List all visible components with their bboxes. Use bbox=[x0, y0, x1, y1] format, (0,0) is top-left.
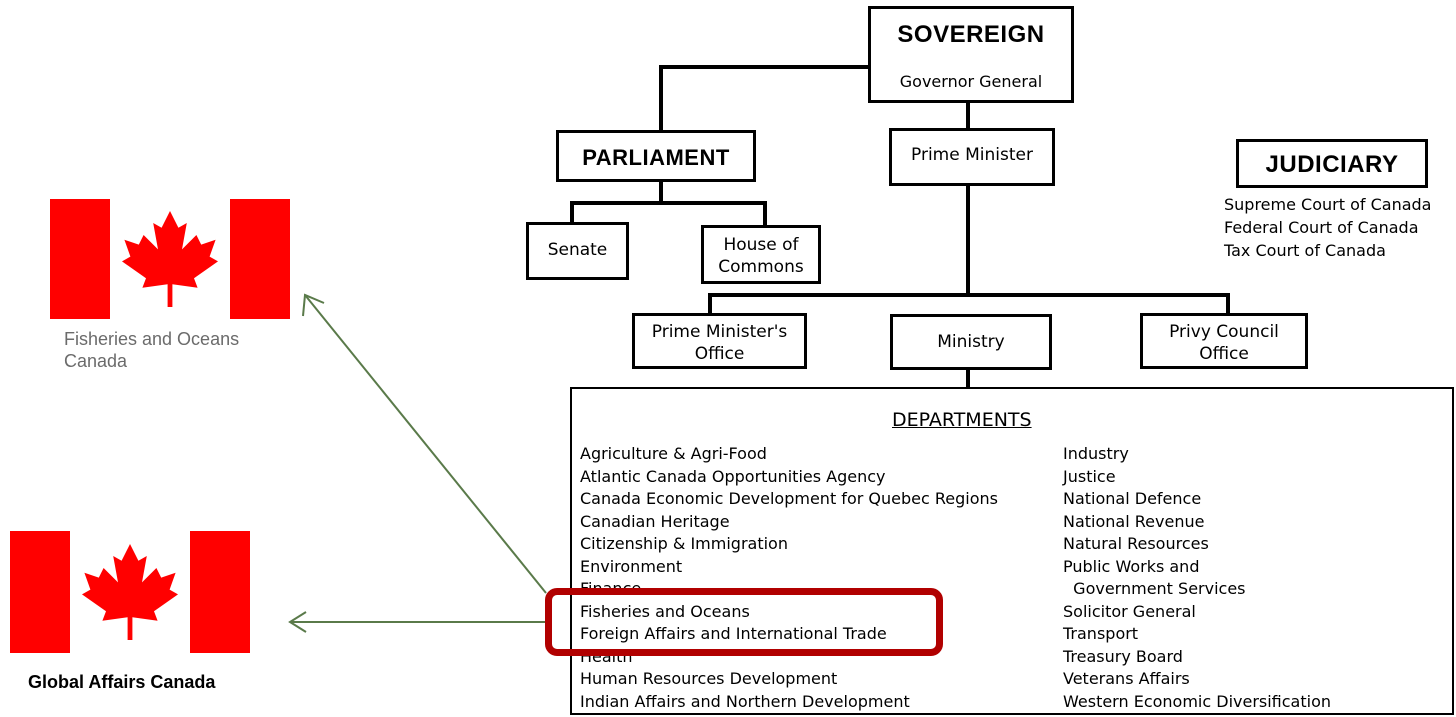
fisheries-logo-text: Fisheries and Oceans Canada bbox=[64, 328, 239, 372]
department-item: Government Services bbox=[1063, 579, 1246, 598]
department-item: Veterans Affairs bbox=[1063, 669, 1190, 688]
connector bbox=[708, 293, 712, 315]
department-item: Natural Resources bbox=[1063, 534, 1209, 553]
judiciary-item: Tax Court of Canada bbox=[1224, 241, 1386, 260]
department-item: Solicitor General bbox=[1063, 601, 1196, 621]
department-item: Indian Affairs and Northern Development bbox=[580, 691, 910, 711]
department-item: Industry bbox=[1063, 444, 1129, 463]
parliament-title: PARLIAMENT bbox=[582, 145, 730, 170]
canada-flag-icon bbox=[10, 531, 250, 653]
department-item: Transport bbox=[1063, 624, 1139, 643]
ministry-label: Ministry bbox=[937, 332, 1005, 352]
department-item: Environment bbox=[580, 556, 683, 576]
department-item: Western Economic Diversification bbox=[1063, 691, 1332, 711]
department-item: National Revenue bbox=[1063, 511, 1205, 531]
house-label-line1: House of bbox=[723, 235, 799, 255]
connector bbox=[966, 100, 970, 132]
connector bbox=[966, 366, 970, 388]
maple-leaf-icon bbox=[122, 211, 218, 307]
senate-box: Senate bbox=[526, 222, 629, 280]
department-item: Foreign Affairs and International Trade bbox=[580, 624, 887, 643]
sovereign-box: SOVEREIGN Governor General bbox=[868, 6, 1074, 103]
department-item: Treasury Board bbox=[1063, 646, 1183, 666]
judiciary-title: JUDICIARY bbox=[1265, 151, 1399, 178]
pco-label-line1: Privy Council bbox=[1169, 322, 1279, 342]
department-item: Canadian Heritage bbox=[580, 511, 730, 531]
house-of-commons-box: House of Commons bbox=[701, 225, 821, 284]
pmo-label-line1: Prime Minister's bbox=[651, 322, 788, 342]
sovereign-title: SOVEREIGN bbox=[897, 21, 1045, 48]
prime-minister-label: Prime Minister bbox=[911, 145, 1033, 165]
department-item: National Defence bbox=[1063, 489, 1202, 508]
fisheries-logo-line1: Fisheries and Oceans bbox=[64, 329, 240, 349]
global-affairs-label: Global Affairs Canada bbox=[28, 672, 216, 692]
pmo-box: Prime Minister's Office bbox=[632, 313, 807, 369]
department-item: Citizenship & Immigration bbox=[580, 534, 788, 553]
judiciary-box: JUDICIARY bbox=[1236, 139, 1428, 188]
connector bbox=[659, 65, 663, 133]
prime-minister-box: Prime Minister bbox=[889, 128, 1055, 186]
department-item: Fisheries and Oceans bbox=[580, 601, 750, 621]
arrow-icon bbox=[304, 294, 547, 594]
connector bbox=[966, 185, 970, 297]
judiciary-item: Federal Court of Canada bbox=[1224, 218, 1419, 237]
departments-title: DEPARTMENTS bbox=[892, 409, 1032, 431]
judiciary-list: Supreme Court of Canada Federal Court of… bbox=[1224, 193, 1431, 262]
connector bbox=[708, 293, 1230, 297]
parliament-box: PARLIAMENT bbox=[556, 130, 756, 182]
department-item: Human Resources Development bbox=[580, 669, 838, 688]
pco-box: Privy Council Office bbox=[1140, 313, 1308, 369]
connector bbox=[570, 201, 767, 205]
connector bbox=[659, 65, 871, 69]
house-label-line2: Commons bbox=[718, 257, 804, 277]
connector bbox=[570, 201, 574, 226]
arrow-icon bbox=[302, 293, 325, 317]
departments-box: DEPARTMENTS bbox=[570, 387, 1454, 715]
department-item: Justice bbox=[1063, 466, 1116, 486]
arrow-icon bbox=[288, 611, 307, 633]
department-item: Atlantic Canada Opportunities Agency bbox=[580, 466, 886, 486]
governor-general-label: Governor General bbox=[899, 72, 1043, 91]
connector bbox=[1226, 293, 1230, 315]
department-item: Agriculture & Agri-Food bbox=[580, 444, 767, 463]
highlight-box bbox=[545, 588, 943, 656]
pco-label-line2: Office bbox=[1199, 344, 1249, 364]
connector bbox=[659, 180, 663, 204]
canada-flag-icon bbox=[50, 199, 290, 319]
senate-label: Senate bbox=[547, 240, 608, 260]
pmo-label-line2: Office bbox=[694, 344, 745, 364]
fisheries-logo-line2: Canada bbox=[64, 351, 128, 371]
connector bbox=[763, 201, 767, 228]
maple-leaf-icon bbox=[82, 544, 178, 640]
ministry-box: Ministry bbox=[890, 314, 1052, 370]
department-item: Canada Economic Development for Quebec R… bbox=[580, 489, 998, 508]
department-item: Public Works and bbox=[1063, 556, 1200, 576]
judiciary-item: Supreme Court of Canada bbox=[1224, 195, 1432, 214]
